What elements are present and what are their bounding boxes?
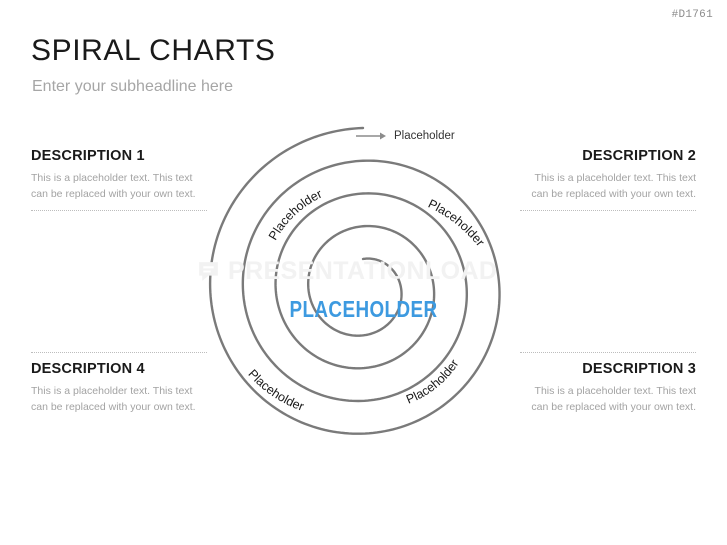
description-title-1: DESCRIPTION 1 <box>31 148 145 164</box>
spiral-arm-label-upper-left: Placeholder <box>266 187 324 243</box>
spiral-arm-label-upper-left-text: Placeholder <box>266 187 324 243</box>
description-rule-2 <box>520 209 696 211</box>
document-id-label: #D1761 <box>671 9 713 21</box>
description-title-2: DESCRIPTION 2 <box>582 148 696 164</box>
description-body-3: This is a placeholder text. This text ca… <box>531 385 696 414</box>
description-body-4: This is a placeholder text. This text ca… <box>31 385 196 414</box>
spiral-chart: Placeholder Placeholder Placeholder Plac… <box>183 105 548 475</box>
description-title-3: DESCRIPTION 3 <box>582 361 696 377</box>
description-block-4: DESCRIPTION 4 This is a placeholder text… <box>31 352 207 416</box>
description-block-1: DESCRIPTION 1 This is a placeholder text… <box>31 148 207 211</box>
page-title: SPIRAL CHARTS <box>31 34 276 67</box>
description-rule-1 <box>31 209 207 211</box>
arrow-right-icon <box>356 132 386 140</box>
description-block-2: DESCRIPTION 2 This is a placeholder text… <box>520 148 696 211</box>
description-body-1: This is a placeholder text. This text ca… <box>31 172 196 201</box>
description-body-2: This is a placeholder text. This text ca… <box>531 172 696 201</box>
description-block-3: DESCRIPTION 3 This is a placeholder text… <box>520 352 696 416</box>
endpoint-callout-label: Placeholder <box>394 130 455 142</box>
center-placeholder-label: PLACEHOLDER <box>289 296 438 322</box>
spiral-path <box>208 126 501 435</box>
description-rule-3 <box>520 352 696 353</box>
description-title-4: DESCRIPTION 4 <box>31 361 145 377</box>
description-rule-4 <box>31 352 207 353</box>
page-subtitle: Enter your subheadline here <box>32 78 234 95</box>
spiral-svg: Placeholder Placeholder Placeholder Plac… <box>208 126 501 435</box>
endpoint-callout: Placeholder <box>356 130 455 142</box>
